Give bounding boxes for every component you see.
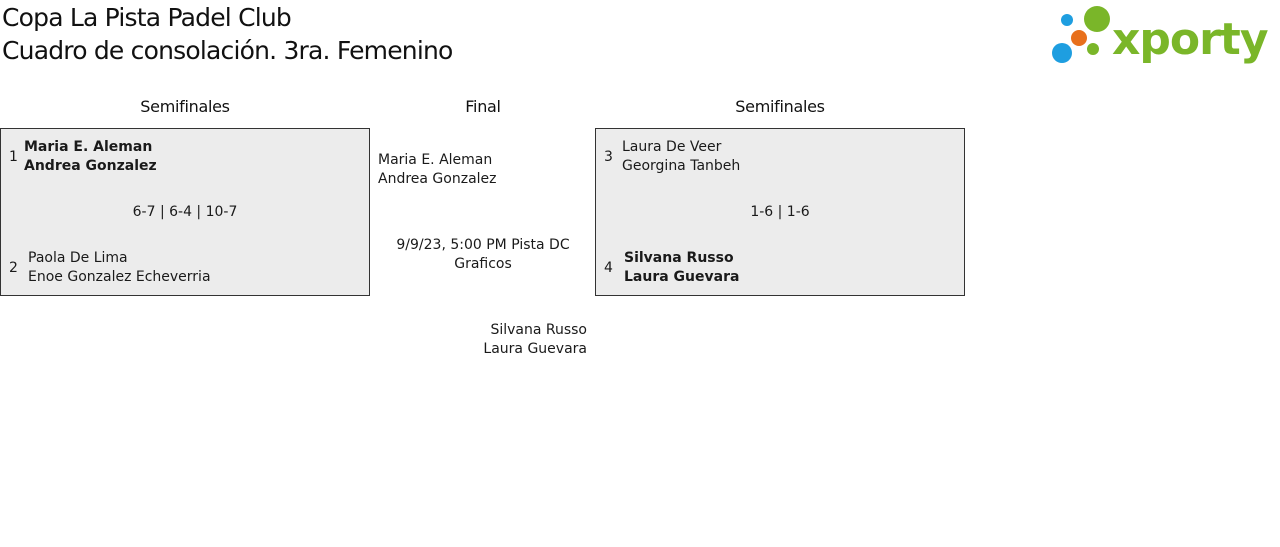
seed-number: 1 bbox=[9, 149, 18, 165]
player-name: Andrea Gonzalez bbox=[24, 158, 157, 174]
logo-dot-green-small bbox=[1087, 43, 1099, 55]
logo-wordmark: xporty bbox=[1112, 14, 1268, 65]
match-score: 1-6 | 1-6 bbox=[750, 204, 810, 220]
column-header-semifinal-right: Semifinales bbox=[735, 97, 825, 116]
match-score: 6-7 | 6-4 | 10-7 bbox=[132, 204, 238, 220]
team-loser: Paola De Lima Enoe Gonzalez Echeverria bbox=[28, 249, 211, 287]
seed-number: 4 bbox=[604, 260, 613, 276]
logo-dot-green-large bbox=[1084, 6, 1110, 32]
player-name: Laura Guevara bbox=[483, 341, 587, 357]
final-team-bottom: Silvana Russo Laura Guevara bbox=[400, 321, 587, 359]
final-schedule: 9/9/23, 5:00 PM Pista DC Graficos bbox=[396, 237, 570, 272]
player-name: Laura Guevara bbox=[624, 269, 740, 285]
player-name: Maria E. Aleman bbox=[378, 152, 493, 168]
team-winner: Maria E. Aleman Andrea Gonzalez bbox=[24, 138, 157, 176]
team-loser: Laura De Veer Georgina Tanbeh bbox=[622, 138, 740, 176]
tournament-title: Copa La Pista Padel Club bbox=[2, 3, 292, 32]
logo-dot-blue-large bbox=[1052, 43, 1072, 63]
player-name: Andrea Gonzalez bbox=[378, 171, 497, 187]
seed-number: 3 bbox=[604, 149, 613, 165]
player-name: Maria E. Aleman bbox=[24, 139, 153, 155]
seed-number: 2 bbox=[9, 260, 18, 276]
player-name: Silvana Russo bbox=[490, 322, 587, 338]
player-name: Georgina Tanbeh bbox=[622, 158, 741, 174]
logo-dot-orange bbox=[1071, 30, 1087, 46]
final-team-top: Maria E. Aleman Andrea Gonzalez bbox=[378, 151, 497, 189]
player-name: Enoe Gonzalez Echeverria bbox=[28, 269, 211, 285]
column-header-final: Final bbox=[465, 97, 501, 116]
semifinal-match-left[interactable]: 1 Maria E. Aleman Andrea Gonzalez 6-7 | … bbox=[0, 128, 370, 296]
column-header-semifinal-left: Semifinales bbox=[140, 97, 230, 116]
draw-subtitle: Cuadro de consolación. 3ra. Femenino bbox=[2, 36, 453, 65]
semifinal-match-right[interactable]: 3 Laura De Veer Georgina Tanbeh 1-6 | 1-… bbox=[595, 128, 965, 296]
team-winner: Silvana Russo Laura Guevara bbox=[624, 249, 739, 287]
player-name: Paola De Lima bbox=[28, 250, 128, 266]
logo-dot-blue-small bbox=[1061, 14, 1073, 26]
player-name: Silvana Russo bbox=[624, 250, 734, 266]
player-name: Laura De Veer bbox=[622, 139, 722, 155]
xporty-logo[interactable]: xporty bbox=[1050, 4, 1276, 68]
